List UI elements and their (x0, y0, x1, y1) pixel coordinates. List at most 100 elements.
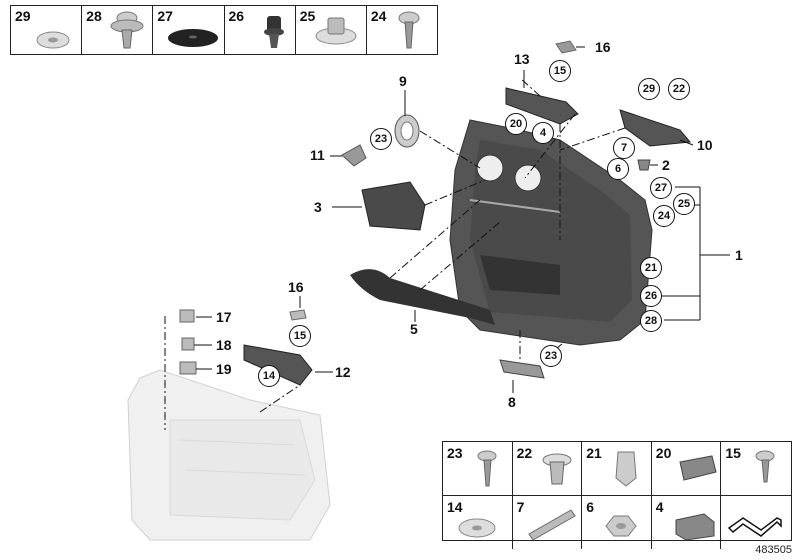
callout-2: 2 (662, 157, 670, 173)
part-cell-20: 20 (651, 442, 722, 496)
circled-14: 14 (258, 365, 280, 387)
part-number: 4 (655, 499, 664, 515)
ghost-door-panel (127, 369, 331, 541)
part-number: 20 (655, 445, 672, 461)
door-handle (619, 109, 691, 147)
clip-18 (181, 337, 195, 351)
callout-3: 3 (314, 199, 322, 215)
part-8 (499, 359, 545, 379)
circled-28: 28 (640, 310, 662, 332)
bracket-icon (679, 455, 717, 481)
armrest-trim (350, 269, 495, 325)
part-cell-28: 28 (82, 6, 154, 54)
callout-19: 19 (216, 361, 232, 377)
part-number: 26 (228, 8, 245, 24)
part-cell-25: 25 (296, 6, 367, 54)
leader-lines (194, 46, 730, 393)
clip-nut-icon (315, 17, 357, 45)
hex-nut-icon (605, 515, 637, 537)
part-cell-15: 15 (721, 442, 791, 496)
part-number: 14 (447, 499, 463, 515)
part-cell-7: 7 (513, 496, 583, 549)
part-cell-24: 24 (367, 6, 437, 54)
door-panel (449, 119, 653, 346)
top-parts-strip: 29 28 27 26 25 24 (10, 5, 438, 55)
expanding-nut-icon (542, 453, 572, 485)
bottom-parts-table: 23 22 21 20 15 14 7 6 4 (442, 441, 792, 549)
callout-10: 10 (697, 137, 713, 153)
clip-17 (179, 309, 195, 323)
circled-15-lower: 15 (289, 325, 311, 347)
switch-block-upper (505, 87, 579, 125)
circled-26: 26 (640, 285, 662, 307)
part-cell-4: 4 (652, 496, 722, 549)
arrow-icon (728, 517, 783, 537)
part-number: 23 (447, 445, 463, 461)
circled-22: 22 (668, 78, 690, 100)
circled-15-upper: 15 (549, 60, 571, 82)
screw-icon (755, 450, 775, 483)
callout-16-upper: 16 (595, 39, 611, 55)
circled-25: 25 (673, 193, 695, 215)
clip-19 (179, 361, 197, 375)
part-cell-6: 6 (582, 496, 652, 549)
switch-block-lower (243, 344, 313, 386)
part-number: 24 (370, 8, 387, 24)
callout-12: 12 (335, 364, 351, 380)
callout-11: 11 (310, 147, 325, 163)
foam-pad-icon (168, 29, 219, 47)
part-cell-27: 27 (153, 6, 225, 54)
part-number: 28 (86, 8, 102, 24)
circled-6: 6 (607, 158, 629, 180)
clip-2 (637, 159, 651, 171)
part-number: 25 (299, 8, 316, 24)
part-number: 27 (157, 8, 173, 24)
strip-icon (527, 509, 576, 541)
part-number: 7 (516, 499, 525, 515)
part-cell-21: 21 (582, 442, 652, 496)
circled-29: 29 (638, 78, 660, 100)
part-number: 21 (586, 445, 602, 461)
part-cell-26: 26 (225, 6, 296, 54)
circled-21: 21 (640, 257, 662, 279)
circled-27: 27 (650, 177, 672, 199)
small-cover (341, 144, 367, 167)
circled-7: 7 (613, 137, 635, 159)
part-number: 22 (516, 445, 533, 461)
callout-8: 8 (508, 394, 516, 410)
explode-lines (164, 77, 626, 430)
part-cell-22: 22 (512, 442, 583, 496)
screw-icon (398, 11, 420, 49)
callout-18: 18 (216, 337, 232, 353)
speed-nut-icon (458, 518, 496, 538)
grommet-icon (263, 16, 284, 48)
speaker-cover (361, 181, 426, 231)
clip-icon (615, 451, 637, 487)
diagram-reference-number: 483505 (755, 544, 792, 556)
callout-17: 17 (216, 309, 232, 325)
callout-1: 1 (735, 247, 743, 263)
callout-9: 9 (399, 73, 407, 89)
screw-icon (477, 450, 497, 487)
part-number: 29 (15, 8, 31, 24)
callout-13: 13 (514, 51, 530, 67)
part-number: 6 (586, 499, 594, 515)
circled-4: 4 (532, 122, 554, 144)
cap-lower (289, 309, 307, 321)
callout-16-lower: 16 (288, 279, 304, 295)
part-cell-23: 23 (443, 442, 513, 496)
part-number: 15 (725, 445, 741, 461)
cap-upper (555, 40, 577, 54)
speed-nut-icon (36, 31, 70, 49)
circled-23-upper: 23 (370, 128, 392, 150)
circled-23-lower: 23 (540, 345, 562, 367)
callout-5: 5 (410, 321, 418, 337)
circled-20: 20 (505, 113, 527, 135)
foam-block-icon (675, 513, 715, 541)
circled-24: 24 (653, 205, 675, 227)
expanding-rivet-icon (110, 11, 144, 49)
part-cell-29: 29 (11, 6, 83, 54)
part-cell-14: 14 (443, 496, 513, 549)
